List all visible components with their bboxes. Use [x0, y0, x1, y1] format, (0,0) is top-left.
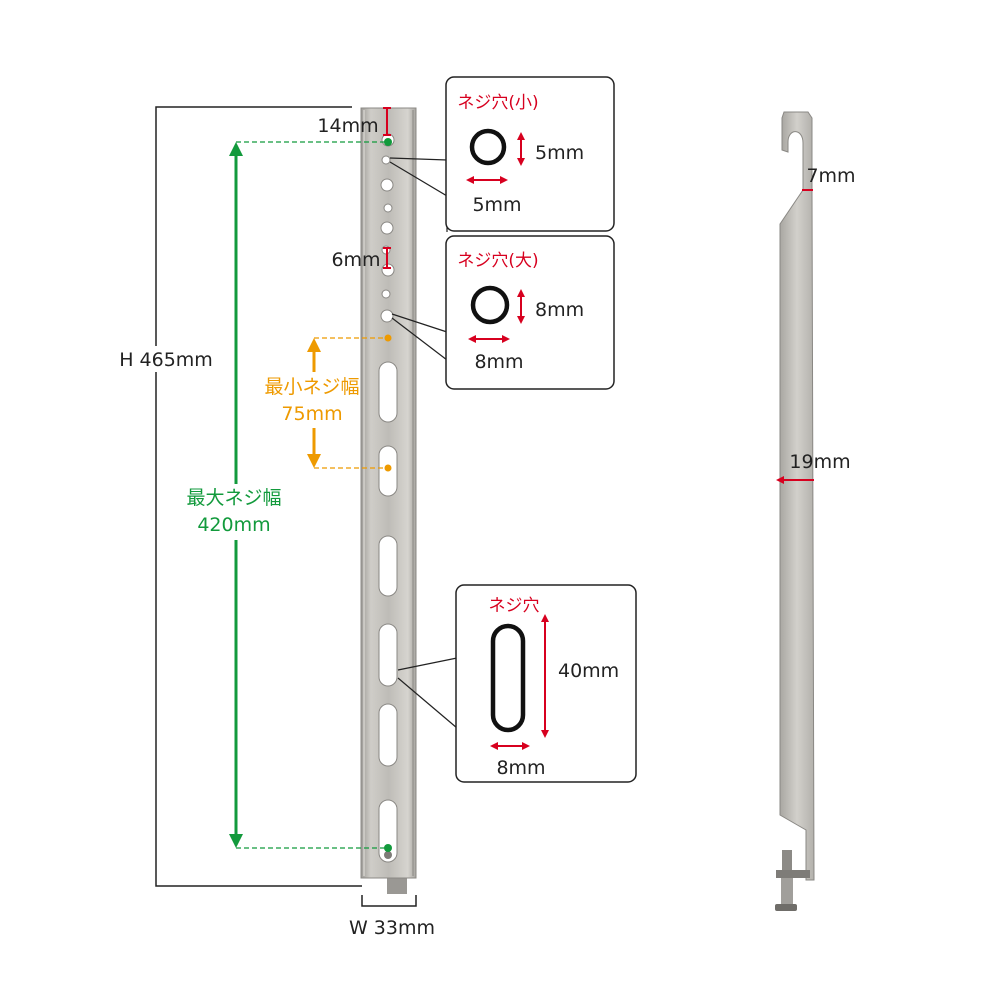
side-thickness-label: 7mm [806, 165, 855, 187]
height-bracket-line [155, 106, 362, 887]
height-label: H 465mm [119, 349, 213, 371]
small-hole-icon [469, 128, 507, 166]
max-pitch-label-2: 420mm [197, 514, 270, 536]
side-depth-label: 19mm [789, 451, 850, 473]
small-hole-title: ネジ穴(小) [457, 93, 538, 113]
slot-width: 8mm [496, 757, 545, 779]
min-pitch-label-1: 最小ネジ幅 [264, 376, 359, 398]
min-pitch-dim [307, 334, 392, 472]
small-hole-width: 5mm [472, 194, 521, 216]
width-label: W 33mm [349, 917, 435, 939]
width-bracket-line [361, 895, 417, 907]
large-hole-title: ネジ穴(大) [457, 251, 538, 271]
large-hole-height: 8mm [535, 299, 584, 321]
slot-title: ネジ穴 [489, 596, 540, 616]
small-hole-height: 5mm [535, 142, 584, 164]
hole-spacing-label: 6mm [331, 249, 380, 271]
large-hole-width: 8mm [474, 351, 523, 373]
max-pitch-label-1: 最大ネジ幅 [186, 487, 281, 509]
max-pitch-dim [229, 138, 392, 852]
callout-large-hole: ネジ穴(大) 8mm 8mm [445, 235, 615, 390]
slot-height: 40mm [558, 660, 619, 682]
min-pitch-label-2: 75mm [281, 403, 342, 425]
top-offset-label: 14mm [317, 115, 378, 137]
front-bracket [360, 107, 417, 894]
slot-icon [490, 623, 526, 733]
screw-slots [378, 361, 398, 863]
large-hole-icon [470, 285, 510, 325]
callout-small-hole: ネジ穴(小) 5mm 5mm [445, 76, 615, 232]
side-bracket [775, 111, 815, 911]
callout-slot: ネジ穴 40mm 8mm [455, 584, 637, 783]
